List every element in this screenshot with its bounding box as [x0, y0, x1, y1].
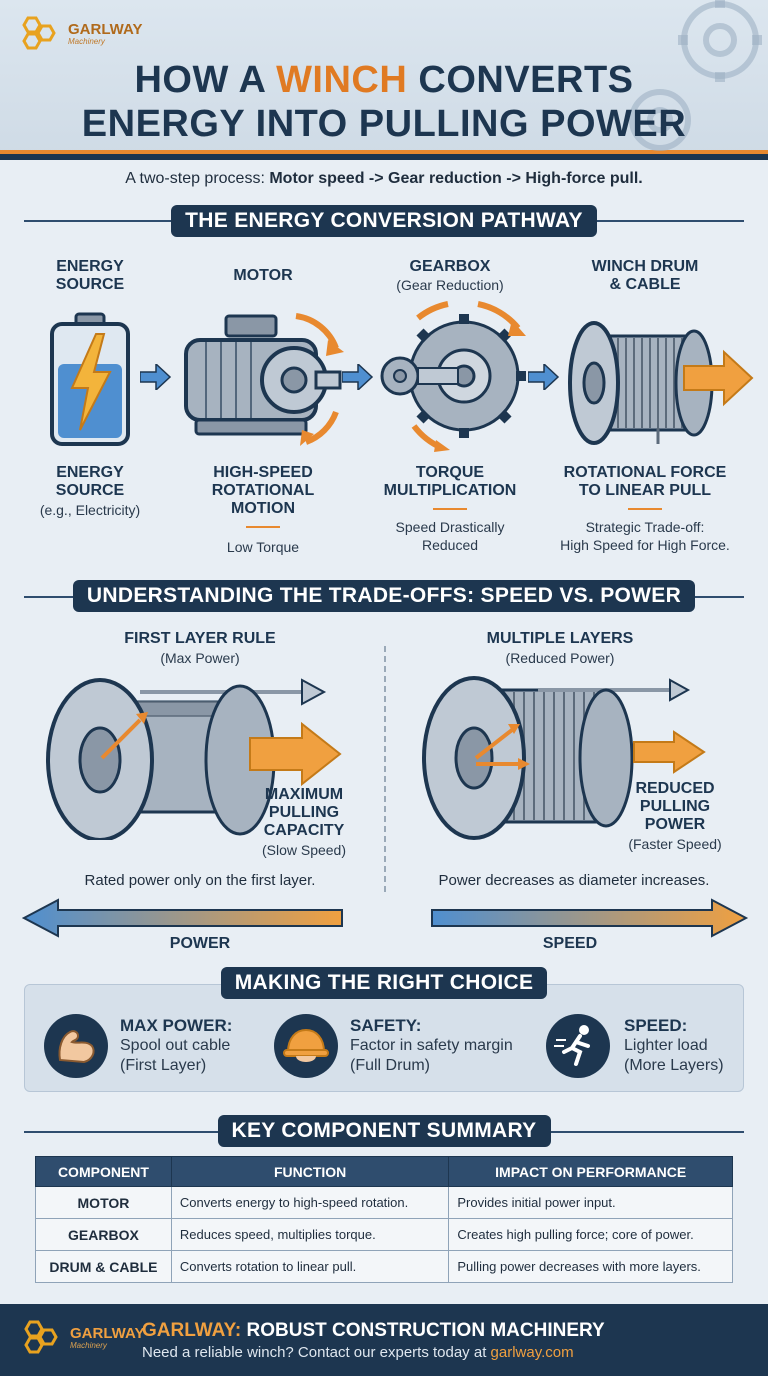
tradeoff-left-result-sub: (Slow Speed)	[261, 842, 347, 858]
column-separator	[384, 646, 386, 892]
table-cell-function: Reduces speed, multiplies torque.	[170, 1218, 450, 1251]
divider-rule	[433, 508, 467, 510]
flow-arrow-icon	[342, 364, 374, 390]
running-person-icon	[546, 1014, 610, 1078]
table-cell-component: MOTOR	[35, 1186, 172, 1219]
table-header-row: COMPONENT FUNCTION IMPACT ON PERFORMANCE	[35, 1156, 733, 1187]
choice-section-header: MAKING THE RIGHT CHOICE	[0, 967, 768, 999]
divider-rule	[246, 526, 280, 528]
logo-subtext: Machinery	[68, 37, 105, 46]
battery-icon	[50, 312, 130, 446]
summary-section-header: KEY COMPONENT SUMMARY	[0, 1115, 768, 1147]
website-link[interactable]: garlway.com	[490, 1344, 574, 1361]
tradeoff-left-head: FIRST LAYER RULE	[124, 630, 276, 647]
choice-title-power: MAX POWER:	[120, 1016, 233, 1035]
choice-panel	[24, 984, 744, 1092]
table-cell-function: Converts rotation to linear pull.	[170, 1250, 450, 1283]
pathway-head-motor: MOTOR	[233, 267, 293, 284]
choice-title-speed: SPEED:	[624, 1016, 688, 1035]
pathway-head-energy: ENERGY SOURCE	[55, 258, 125, 293]
speed-gradient-arrow-icon	[431, 898, 749, 938]
section-title-tradeoffs: UNDERSTANDING THE TRADE-OFFS: SPEED VS. …	[72, 580, 696, 612]
hard-hat-icon	[274, 1014, 338, 1078]
tradeoff-right-head-sub: (Reduced Power)	[505, 650, 615, 666]
tradeoff-left-caption: Rated power only on the first layer.	[84, 872, 316, 889]
table-cell-component: DRUM & CABLE	[35, 1250, 172, 1283]
tradeoff-right-result: REDUCED PULLING POWER	[635, 780, 715, 833]
pathway-section-header: THE ENERGY CONVERSION PATHWAY	[0, 205, 768, 237]
section-title-summary: KEY COMPONENT SUMMARY	[217, 1115, 551, 1147]
header-accent-stripe	[0, 150, 768, 154]
flexed-arm-icon	[44, 1014, 108, 1078]
flow-arrow-icon	[528, 364, 560, 390]
footer: GARLWAY Machinery GARLWAY: ROBUST CONSTR…	[0, 1304, 768, 1376]
summary-table: COMPONENT FUNCTION IMPACT ON PERFORMANCE…	[35, 1156, 733, 1283]
page-title-line2: ENERGY INTO PULLING POWER	[81, 103, 687, 145]
multi-layer-drum-icon	[422, 676, 706, 840]
table-cell-impact: Pulling power decreases with more layers…	[448, 1250, 733, 1283]
table-header: FUNCTION	[170, 1156, 450, 1187]
table-cell-impact: Creates high pulling force; core of powe…	[448, 1218, 733, 1251]
footer-logo-subtext: Machinery	[70, 1341, 107, 1350]
choice-line1-power: Spool out cable	[120, 1037, 231, 1054]
pathway-head-gearbox-sub: (Gear Reduction)	[396, 277, 504, 293]
divider-rule	[628, 508, 662, 510]
power-bar-label: POWER	[169, 935, 231, 952]
single-layer-drum-icon	[46, 678, 342, 840]
table-header: COMPONENT	[35, 1156, 172, 1187]
table-header: IMPACT ON PERFORMANCE	[448, 1156, 733, 1187]
winch-drum-icon	[568, 321, 754, 445]
speed-bar-label: SPEED	[542, 935, 598, 952]
tradeoff-left-result: MAXIMUM PULLING CAPACITY	[263, 786, 345, 839]
pathway-head-gearbox: GEARBOX	[409, 258, 491, 275]
pathway-note-motor: Low Torque	[226, 539, 300, 555]
choice-title-safety: SAFETY:	[350, 1016, 422, 1035]
brand-logo[interactable]: GARLWAY Machinery	[16, 14, 142, 54]
pathway-label-drum: ROTATIONAL FORCE TO LINEAR PULL	[563, 464, 727, 499]
table-cell-impact: Provides initial power input.	[448, 1186, 733, 1219]
summary-table-wrap: COMPONENT FUNCTION IMPACT ON PERFORMANCE…	[35, 1156, 733, 1283]
footer-title: GARLWAY: ROBUST CONSTRUCTION MACHINERY	[142, 1320, 605, 1341]
flow-arrow-icon	[140, 364, 172, 390]
tradeoff-right-result-sub: (Faster Speed)	[628, 836, 722, 852]
choice-line2-power: (First Layer)	[120, 1057, 207, 1074]
pathway-label-energy: ENERGY SOURCE	[55, 464, 125, 499]
tradeoff-right-caption: Power decreases as diameter increases.	[438, 872, 710, 889]
pathway-note-drum: Strategic Trade-off: High Speed for High…	[560, 519, 730, 553]
hexagon-logo-icon	[24, 1320, 58, 1354]
footer-logo-text: GARLWAY	[70, 1325, 145, 1342]
hexagon-logo-icon	[22, 16, 56, 50]
choice-line1-safety: Factor in safety margin	[350, 1037, 513, 1054]
section-title-choice: MAKING THE RIGHT CHOICE	[220, 967, 548, 999]
pathway-label-energy-sub: (e.g., Electricity)	[39, 502, 141, 518]
choice-line2-speed: (More Layers)	[624, 1057, 724, 1074]
electric-motor-icon	[184, 313, 344, 446]
footer-logo[interactable]: GARLWAY Machinery	[18, 1318, 144, 1358]
page-subtitle: A two-step process: Motor speed -> Gear …	[125, 170, 643, 187]
pathway-label-gearbox: TORQUE MULTIPLICATION	[383, 464, 517, 499]
table-row: GEARBOX Reduces speed, multiplies torque…	[35, 1218, 733, 1251]
tradeoffs-section-header: UNDERSTANDING THE TRADE-OFFS: SPEED VS. …	[0, 580, 768, 612]
table-cell-component: GEARBOX	[35, 1218, 172, 1251]
choice-line2-safety: (Full Drum)	[350, 1057, 430, 1074]
table-cell-function: Converts energy to high-speed rotation.	[170, 1186, 450, 1219]
decorative-gears-icon	[629, 0, 762, 151]
table-row: MOTOR Converts energy to high-speed rota…	[35, 1186, 733, 1219]
choice-line1-speed: Lighter load	[624, 1037, 708, 1054]
footer-contact: Need a reliable winch? Contact our exper…	[142, 1344, 574, 1361]
pathway-head-drum: WINCH DRUM & CABLE	[591, 258, 699, 293]
power-gradient-arrow-icon	[22, 898, 343, 938]
logo-text: GARLWAY	[68, 21, 143, 38]
tradeoff-right-head: MULTIPLE LAYERS	[486, 630, 634, 647]
tradeoff-left-head-sub: (Max Power)	[160, 650, 240, 666]
gearbox-icon	[380, 301, 526, 452]
table-row: DRUM & CABLE Converts rotation to linear…	[35, 1250, 733, 1283]
header-band	[0, 0, 768, 160]
pathway-label-motor: HIGH-SPEED ROTATIONAL MOTION	[211, 464, 315, 517]
page-title-line1: HOW A WINCH CONVERTS	[134, 59, 634, 101]
section-title-pathway: THE ENERGY CONVERSION PATHWAY	[171, 205, 597, 237]
pathway-note-gearbox: Speed Drastically Reduced	[395, 519, 505, 553]
